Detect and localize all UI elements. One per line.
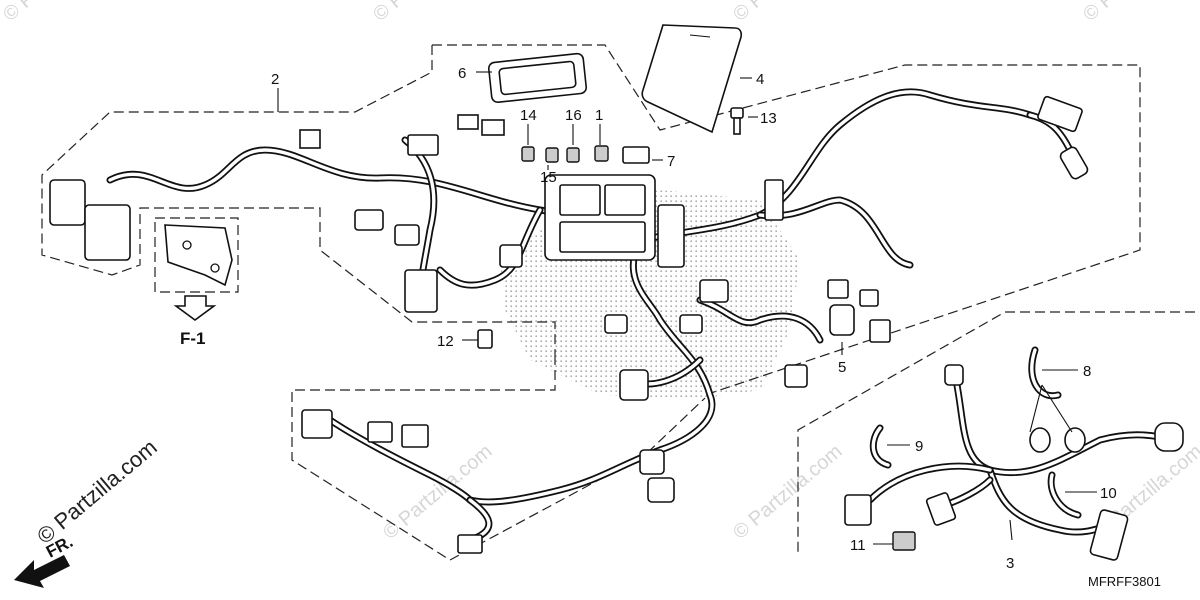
connector — [827, 279, 849, 299]
connectors — [49, 95, 1184, 561]
callouts: 2 6 4 13 14 16 1 15 7 12 5 8 9 10 11 3 — [271, 65, 1117, 572]
callout-4: 4 — [756, 71, 764, 88]
connector — [1154, 422, 1184, 452]
part-4-cover — [641, 24, 743, 134]
connector — [84, 204, 131, 261]
connector — [869, 319, 891, 343]
callout-12: 12 — [437, 333, 454, 350]
cable-ties — [869, 346, 1086, 519]
callout-8: 8 — [1083, 363, 1091, 380]
callout-13: 13 — [760, 110, 777, 127]
connector — [354, 209, 384, 231]
callout-15: 15 — [540, 169, 557, 186]
connector — [367, 421, 393, 443]
watermark-text: © Partzilla.com — [729, 440, 846, 543]
callout-11: 11 — [850, 537, 866, 554]
watermark-text: © Partzilla.com — [1079, 0, 1196, 26]
connector — [1037, 95, 1083, 133]
connector — [944, 364, 964, 386]
part-11-clip — [892, 531, 916, 551]
connector — [699, 279, 729, 303]
callout-2: 2 — [271, 71, 279, 88]
connector — [394, 224, 420, 246]
callout-16: 16 — [565, 107, 582, 124]
connector — [1089, 509, 1129, 561]
fuses-row — [521, 145, 650, 164]
callout-7: 7 — [667, 153, 675, 170]
connector — [639, 449, 665, 475]
watermark-text: © Partzilla.com — [729, 0, 846, 26]
callout-14: 14 — [520, 107, 537, 124]
connector — [679, 314, 703, 334]
connector — [481, 119, 505, 136]
watermark-text: © Partzilla.com — [0, 0, 116, 26]
reference-label: F-1 — [180, 329, 206, 348]
bracket-f1-detail — [164, 224, 233, 287]
connector — [844, 494, 872, 526]
connector — [49, 179, 86, 226]
part-13-bolt — [730, 107, 744, 135]
fuse-box-block — [544, 174, 656, 261]
connector — [301, 409, 333, 439]
callout-leaders — [277, 71, 1097, 545]
part-6-relay-box — [487, 52, 588, 104]
connector — [401, 424, 429, 448]
connector — [407, 134, 439, 156]
watermark-text: © Partzilla.com — [369, 0, 486, 26]
f1-arrow-icon — [173, 295, 217, 321]
callout-5: 5 — [838, 359, 846, 376]
connector — [925, 492, 957, 526]
connector — [457, 114, 479, 130]
part-12-clip — [477, 329, 493, 349]
connector — [299, 129, 321, 149]
connector — [604, 314, 628, 334]
connector — [647, 477, 675, 503]
partzilla-watermark: © Partzilla.com — [32, 434, 162, 548]
connector — [619, 369, 649, 401]
connector — [657, 204, 685, 268]
callout-9: 9 — [915, 438, 923, 455]
callout-6: 6 — [458, 65, 466, 82]
connector — [859, 289, 879, 307]
connector — [499, 244, 523, 268]
part-5-rubber — [829, 304, 855, 336]
connector — [784, 364, 808, 388]
callout-1: 1 — [595, 107, 603, 124]
callout-3: 3 — [1006, 555, 1014, 572]
part-code: MFRFF3801 — [1088, 574, 1161, 589]
connector — [457, 534, 483, 554]
group-outlines — [41, 44, 1195, 561]
callout-10: 10 — [1100, 485, 1117, 502]
connector — [404, 269, 438, 313]
connector — [1059, 146, 1089, 180]
connector — [764, 179, 784, 221]
